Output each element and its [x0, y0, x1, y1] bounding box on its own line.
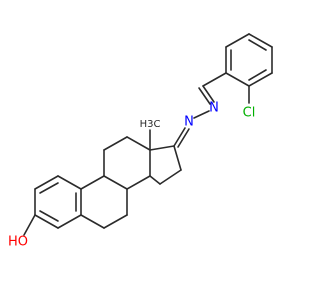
bond — [248, 39, 267, 51]
ch-aryl-bond — [202, 72, 227, 87]
bond — [57, 175, 82, 190]
bond — [173, 145, 182, 171]
bond — [149, 145, 175, 151]
bond — [126, 175, 151, 190]
bond — [248, 33, 273, 48]
n-ch-double-bond — [202, 85, 215, 103]
ring-b — [80, 175, 128, 229]
c-n-double-bond-inner — [177, 128, 190, 148]
bond — [248, 69, 267, 81]
molecule-canvas: H3C HO N N Cl — [7, 33, 273, 250]
oh-bond — [23, 214, 36, 236]
chlorine-label: Cl — [243, 106, 256, 121]
methyl-label: H3C — [140, 119, 161, 130]
structure-diagram: H3C HO N N Cl — [8, 33, 273, 250]
ring-d — [149, 145, 182, 185]
bond — [39, 182, 59, 194]
bond — [39, 210, 59, 222]
bond — [80, 175, 105, 190]
bond — [34, 175, 59, 190]
ring-a — [34, 175, 82, 229]
bond — [103, 175, 128, 190]
bond — [159, 169, 182, 185]
hydroxyl-label: HO — [8, 235, 28, 250]
bond — [126, 136, 151, 151]
n-n-bond — [193, 110, 210, 119]
c-n-double-bond — [173, 127, 186, 147]
bond — [34, 214, 59, 229]
n-ch-double-bond-inner — [198, 87, 211, 105]
bond — [248, 72, 273, 87]
bond — [103, 136, 128, 151]
bond — [225, 33, 250, 48]
bond — [225, 72, 250, 87]
bond — [57, 214, 82, 229]
bond — [103, 214, 128, 229]
nitrogen-label-1: N — [184, 115, 194, 130]
chlorophenyl-ring — [225, 33, 273, 87]
bond — [149, 175, 161, 185]
bond — [80, 214, 105, 229]
ring-c — [103, 136, 151, 190]
nitrogen-label-2: N — [209, 101, 219, 116]
